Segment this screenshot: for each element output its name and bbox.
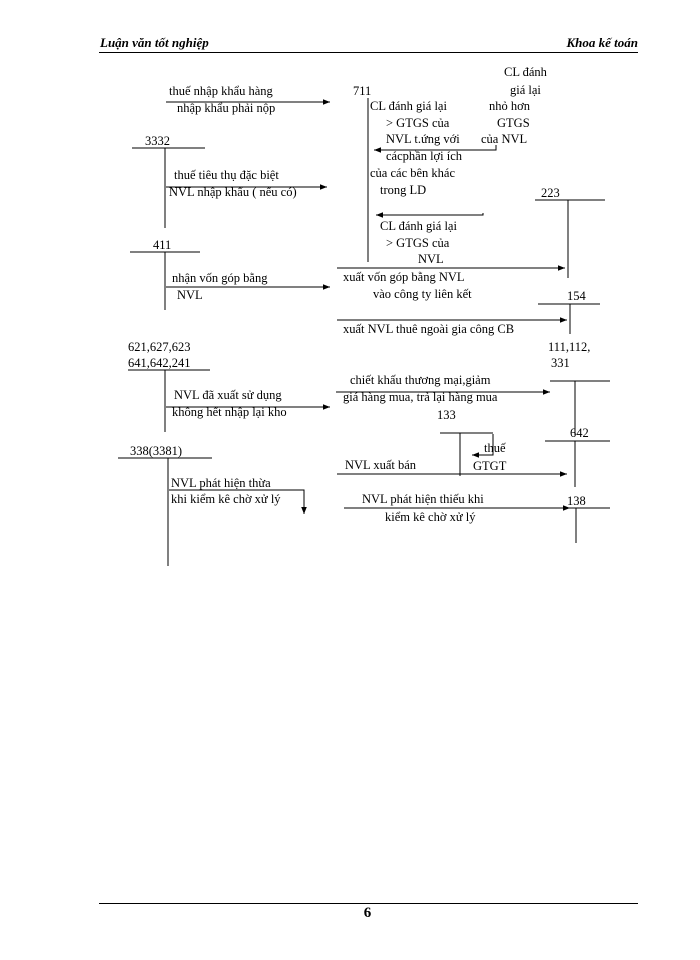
label-cl-lower-2: giá lại (510, 83, 541, 97)
label-cl-higher-1: CL đánh giá lại (370, 99, 447, 113)
label-cl-higher-6: trong LD (380, 183, 426, 197)
account-621-label: 621,627,623 (128, 340, 191, 354)
label-contribute-1: xuất vốn góp bằng NVL (343, 270, 465, 284)
account-138-label: 138 (567, 494, 586, 508)
label-cl-lower-5: của NVL (481, 132, 527, 146)
account-641-label: 641,642,241 (128, 356, 191, 370)
label-shortage-1: NVL phát hiện thiếu khi (362, 492, 484, 506)
label-cl-b-1: CL đánh giá lại (380, 219, 457, 233)
label-discount-2: giá hàng mua, trả lại hàng mua (343, 390, 498, 404)
account-411-label: 411 (153, 238, 171, 252)
label-cl-higher-3: NVL t.ứng với (386, 132, 460, 146)
arrow-cl-higher (376, 212, 484, 218)
page-number: 6 (363, 905, 372, 921)
label-cl-b-2: > GTGS của (386, 236, 450, 250)
account-3332-label: 3332 (145, 134, 170, 148)
label-capital-2: NVL (177, 288, 203, 302)
account-338-label: 338(3381) (130, 444, 182, 458)
label-outsource: xuất NVL thuê ngoài gia công CB (343, 322, 514, 336)
account-223-label: 223 (541, 186, 560, 200)
arrow-surplus (169, 489, 307, 514)
label-import-tax-1: thuế nhập khẩu hàng (169, 84, 274, 98)
label-vat-1: thuế (484, 441, 506, 455)
header-rule (99, 52, 638, 53)
arrow-cl-lower (374, 145, 497, 153)
label-surplus-1: NVL phát hiện thừa (171, 476, 271, 490)
account-154-label: 154 (567, 289, 587, 303)
header-left-title: Luận văn tốt nghiệp (100, 35, 209, 50)
arrow-vat (472, 434, 494, 458)
label-excise-1: thuế tiêu thụ đặc biệt (174, 168, 279, 182)
label-surplus-2: khi kiểm kê chờ xử lý (171, 492, 281, 506)
footer-rule (99, 903, 638, 904)
label-cl-higher-4: cácphần lợi ích (386, 149, 463, 163)
account-111-label: 111,112, (548, 340, 590, 354)
label-cl-higher-5: của các bên khác (370, 166, 455, 180)
account-642-label: 642 (570, 426, 589, 440)
label-sold: NVL xuất bán (345, 458, 417, 472)
label-returned-2: không hết nhập lại kho (172, 405, 287, 419)
label-cl-lower-1: CL đánh (504, 65, 548, 79)
account-331-label: 331 (551, 356, 570, 370)
label-discount-1: chiết khấu thương mại,giảm (350, 373, 491, 387)
label-returned-1: NVL đã xuất sử dụng (174, 388, 282, 402)
label-contribute-2: vào công ty liên kết (373, 287, 472, 301)
label-vat-2: GTGT (473, 459, 507, 473)
account-133-label: 133 (437, 408, 456, 422)
header-right-title: Khoa kế toán (566, 35, 638, 50)
label-cl-lower-3: nhỏ hơn (489, 99, 531, 113)
label-capital-1: nhận vốn góp bằng (172, 271, 268, 285)
label-shortage-2: kiểm kê chờ xử lý (385, 510, 476, 524)
label-excise-2: NVL nhập khẩu ( nếu có) (169, 185, 297, 199)
label-cl-higher-2: > GTGS của (386, 116, 450, 130)
account-711-label: 711 (353, 84, 371, 98)
label-cl-lower-4: GTGS (497, 116, 530, 130)
label-import-tax-2: nhập khẩu phải nộp (177, 101, 275, 115)
label-cl-b-3: NVL (418, 252, 444, 266)
